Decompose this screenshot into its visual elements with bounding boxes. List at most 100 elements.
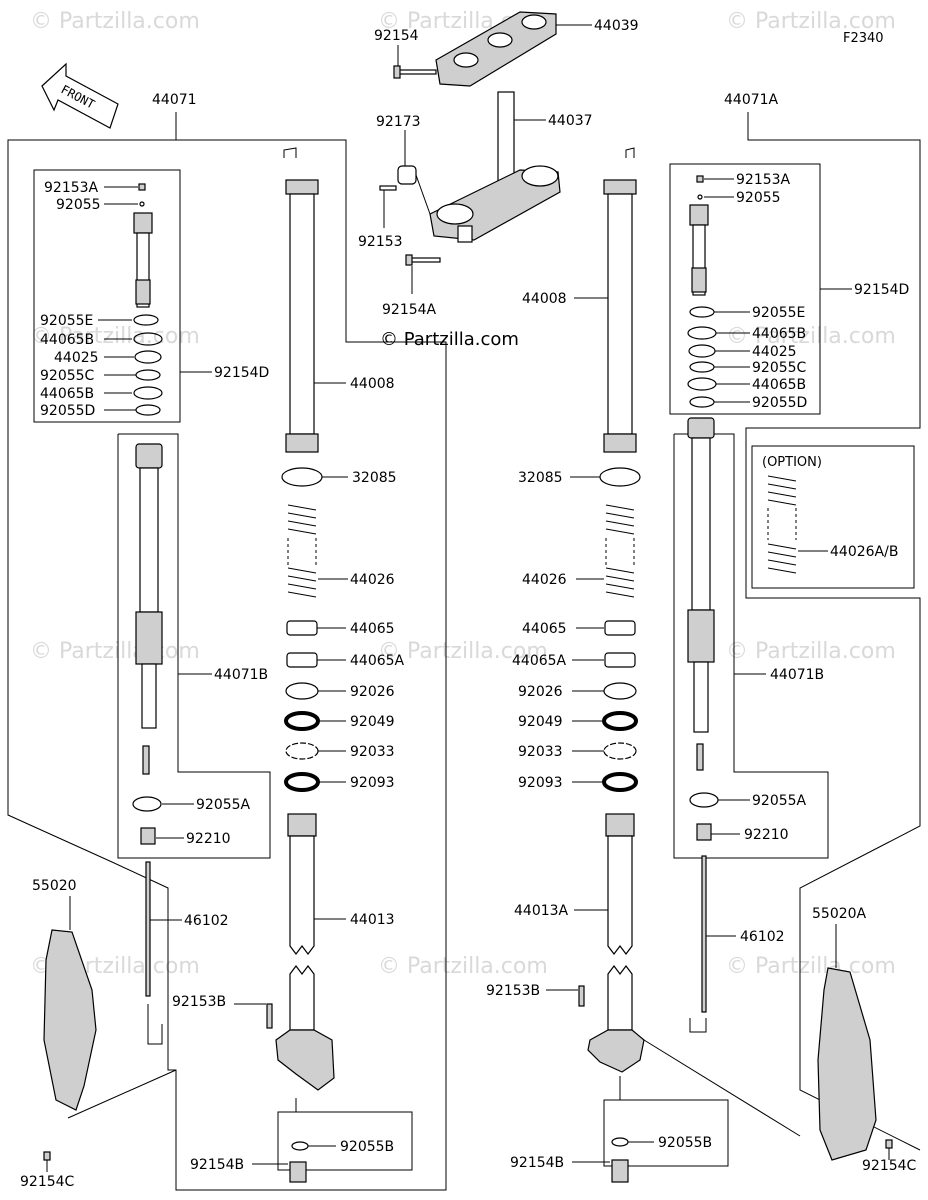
label-92154D: 92154D [214, 365, 269, 381]
label-92049: 92049 [350, 714, 395, 730]
circlip-92033 [285, 742, 319, 760]
label-92154A: 92154A [382, 302, 437, 318]
tube-top-mark-right [625, 147, 635, 158]
label-92055E-right: 92055E [752, 305, 805, 321]
tube-top-mark [283, 147, 297, 158]
right-damper-box [673, 433, 829, 859]
label-92026: 92026 [350, 684, 395, 700]
label-92055-right: 92055 [736, 190, 781, 206]
label-46102: 46102 [184, 913, 229, 929]
option-box-label: (OPTION) [762, 455, 822, 470]
watermark: © Partzilla.com [378, 639, 548, 664]
ring-92055C-right [689, 361, 715, 373]
label-44039: 44039 [594, 18, 639, 34]
label-92055B: 92055B [340, 1139, 394, 1155]
nut-92210 [140, 827, 156, 845]
ring-92055E-right [689, 306, 715, 318]
label-92154D-right: 92154D [854, 282, 909, 298]
bolt-92153 [379, 185, 397, 191]
label-92173: 92173 [376, 114, 421, 130]
label-44065A: 44065A [350, 653, 405, 669]
seal-92049-right [602, 711, 638, 731]
washer-92026-right [603, 682, 637, 700]
label-92154C: 92154C [20, 1174, 75, 1190]
label-92055C: 92055C [40, 368, 95, 384]
bolt-92154B-right [611, 1159, 629, 1183]
inner-tube-44013A [587, 813, 645, 1073]
label-92055D-right: 92055D [752, 395, 807, 411]
bolt-92154C-right [885, 1139, 893, 1149]
ring-92055B-right [611, 1137, 629, 1147]
label-44071: 44071 [152, 92, 197, 108]
label-92154C-right: 92154C [862, 1158, 917, 1174]
label-92154B: 92154B [190, 1157, 244, 1173]
circlip-92033-right [603, 742, 637, 760]
label-55020A: 55020A [812, 906, 867, 922]
guard-leader-right [643, 1039, 801, 1137]
ring-92055B [291, 1141, 309, 1151]
label-44026-right: 44026 [522, 572, 567, 588]
label-92093-right: 92093 [518, 775, 563, 791]
watermark: © Partzilla.com [30, 639, 200, 664]
label-44026: 44026 [350, 572, 395, 588]
seal-92093-right [602, 772, 638, 792]
washer-92055-right [697, 194, 703, 200]
bushing-44065A [286, 652, 318, 668]
damper-rod-44071B-right [687, 417, 715, 771]
label-44065B-right: 44065B [752, 326, 806, 342]
ring-92055D-right [689, 396, 715, 408]
damper-rod-44071B [135, 443, 163, 775]
label-92055E: 92055E [40, 313, 93, 329]
bushing-44065 [286, 620, 318, 636]
label-44065: 44065 [350, 621, 395, 637]
rod-end-mark-right [689, 1018, 707, 1033]
label-32085-right: 32085 [518, 470, 563, 486]
washer-92055 [139, 201, 145, 207]
outer-tube-44008-right [603, 179, 637, 453]
label-92210-right: 92210 [744, 827, 789, 843]
label-92153B-text: 92153B [172, 994, 226, 1010]
inner-tube-44013 [275, 813, 335, 1091]
label-92153A-right: 92153A [736, 172, 791, 188]
label-92033-right: 92033 [518, 744, 563, 760]
label-44065B-2-right: 44065B [752, 377, 806, 393]
upper-clamp [435, 11, 557, 87]
left-damper-box [117, 433, 271, 859]
label-44008: 44008 [350, 376, 395, 392]
watermark: © Partzilla.com [726, 324, 896, 349]
label-92055B-right: 92055B [658, 1135, 712, 1151]
ring-44025-right [688, 344, 716, 358]
ring-92055A-right [689, 792, 719, 808]
left-bottom-box [277, 1111, 413, 1171]
label-44065A-right: 44065A [512, 653, 567, 669]
ring-92055E [133, 314, 159, 326]
ring-92055A [132, 796, 162, 812]
label-92154B-right: 92154B [510, 1155, 564, 1171]
label-44025: 44025 [54, 350, 99, 366]
label-92026-right: 92026 [518, 684, 563, 700]
washer-92026 [285, 682, 319, 700]
watermark: © Partzilla.com [30, 9, 200, 34]
watermark: © Partzilla.com [726, 9, 896, 34]
ring-44065B [133, 332, 163, 346]
label-92033: 92033 [350, 744, 395, 760]
bolt-92153B-right [578, 985, 585, 1007]
label-44013A: 44013A [514, 903, 569, 919]
bolt-92154 [393, 65, 437, 79]
left-assembly-outline [7, 112, 447, 1191]
label-92153: 92153 [358, 234, 403, 250]
label-92055A: 92055A [196, 797, 251, 813]
bolt-92153A-right [696, 175, 704, 183]
bolt-92154A [405, 254, 441, 266]
label-44071B-right: 44071B [770, 667, 824, 683]
cartridge-cap [133, 212, 153, 308]
label-44013: 44013 [350, 912, 395, 928]
seal-92049 [284, 711, 320, 731]
label-92055C-right: 92055C [752, 360, 807, 376]
watermark: © Partzilla.com [726, 954, 896, 979]
bushing-44065-right [604, 620, 636, 636]
guard-leader [67, 1069, 177, 1119]
option-box [751, 445, 915, 589]
bolt-92154C [43, 1151, 51, 1161]
ring-44065B-2-right [687, 377, 717, 391]
